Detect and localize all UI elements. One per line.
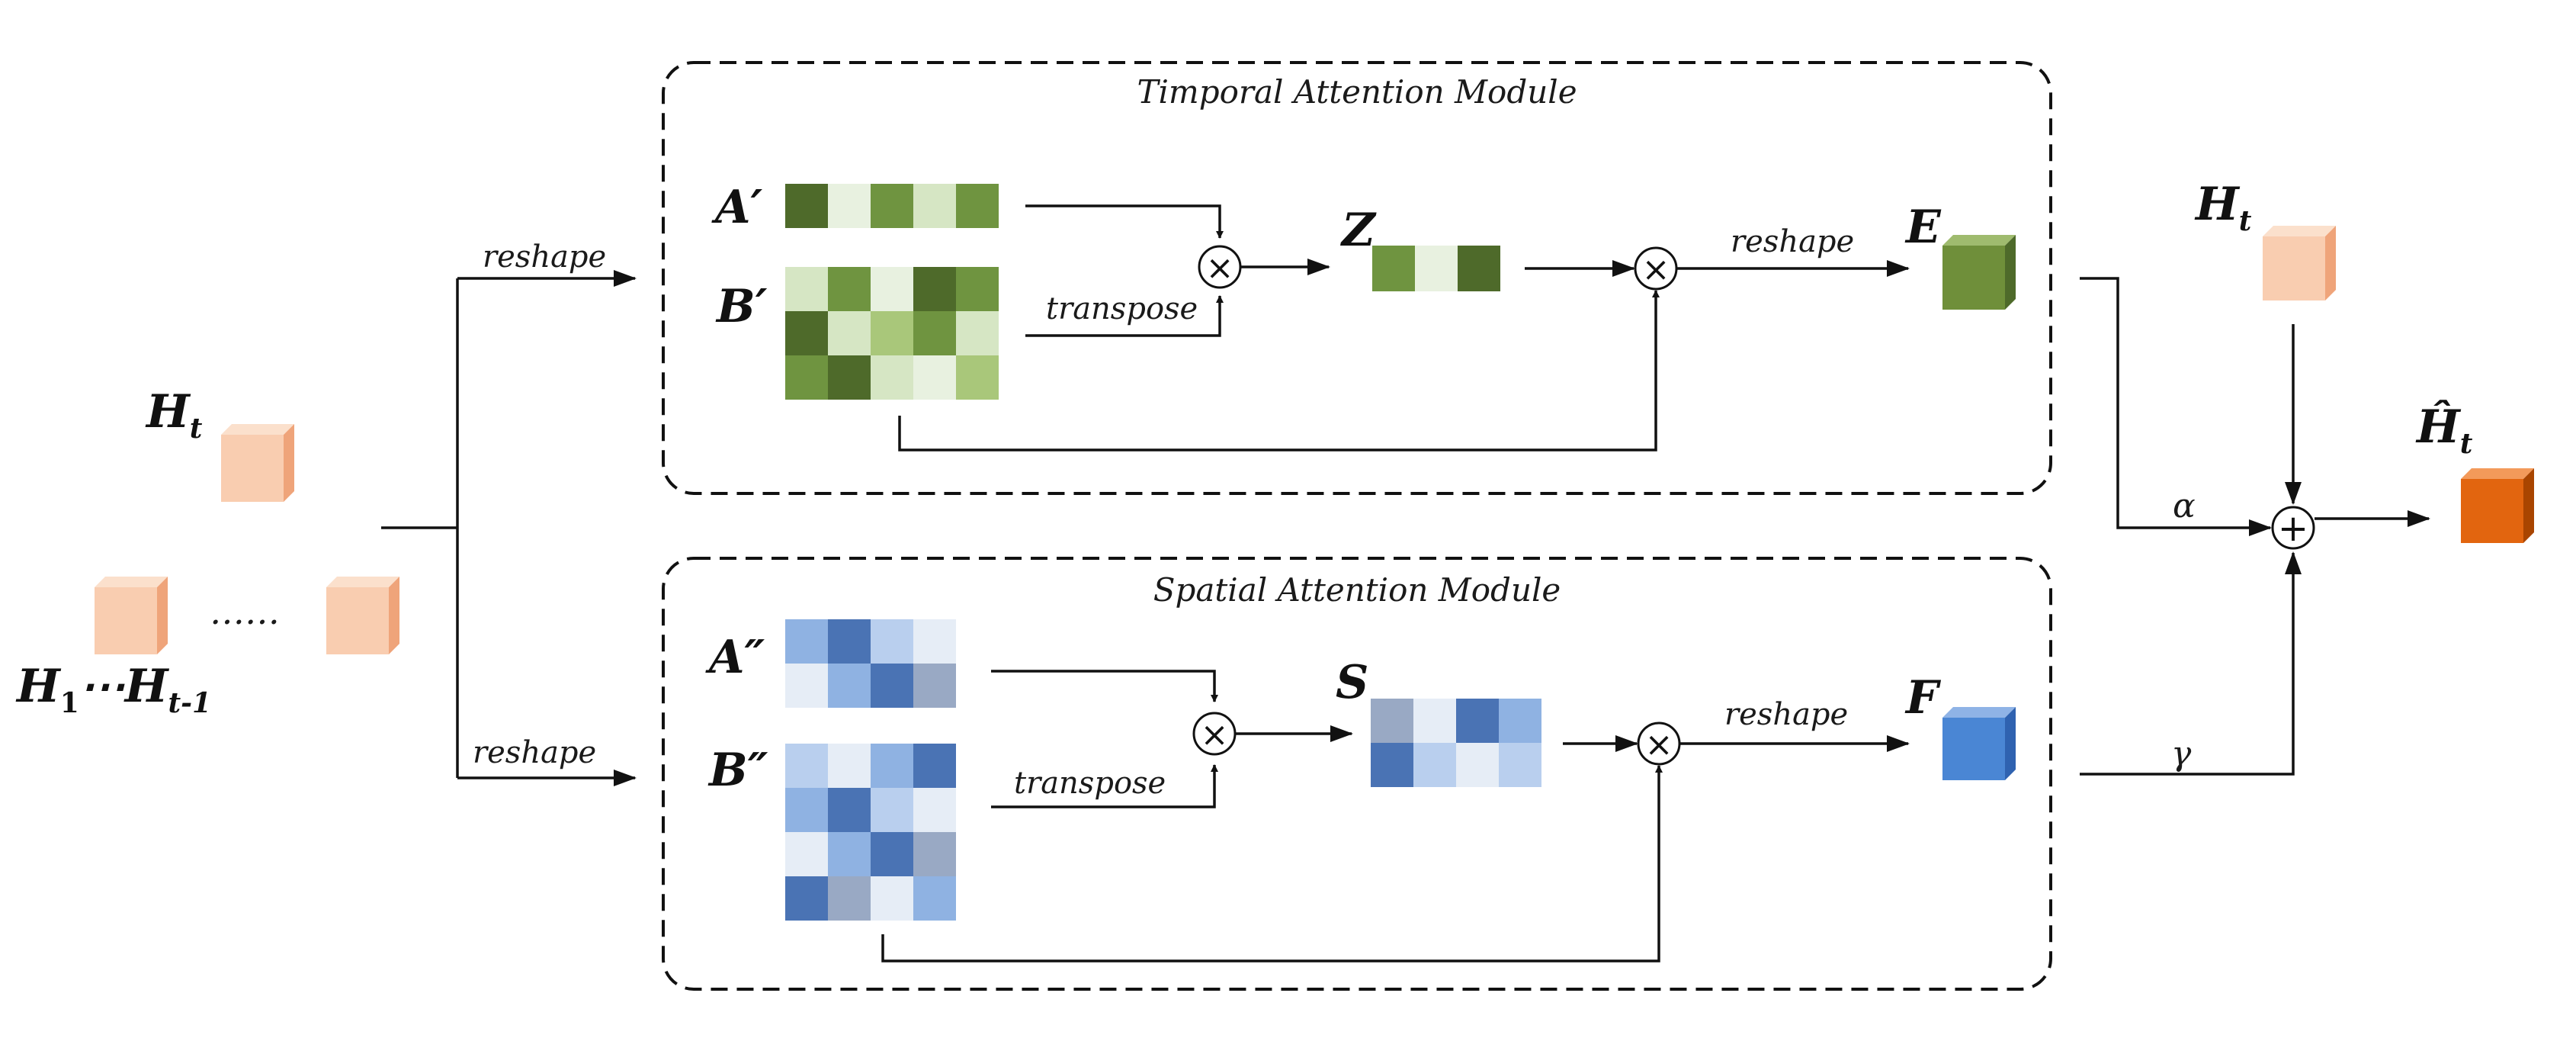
multiply-op-4-symbol: × [1645, 725, 1673, 764]
temporal-module-title: Timporal Attention Module [1137, 73, 1577, 111]
f-to-add-gamma [2080, 551, 2302, 776]
cube-h1-input [95, 577, 168, 654]
add-op-symbol: + [2278, 507, 2308, 550]
multiply-op-3 [1192, 712, 1237, 756]
cube-hprev-input [326, 577, 399, 654]
transpose-label-top: transpose [1046, 291, 1198, 326]
transpose-label-bottom: transpose [1014, 766, 1166, 801]
dots-label: …… [210, 591, 280, 632]
ht-right-label: Ht [2194, 178, 2252, 237]
b-prime-skip-to-mult2 [898, 290, 1660, 452]
multiply-op-2-symbol: × [1642, 250, 1670, 289]
cube-e [1942, 235, 2016, 310]
multiply-op-3-symbol: × [1201, 715, 1229, 754]
matrix-z [1372, 246, 1500, 291]
h1-to-hprev-label: H1⋯Ht-1 [15, 660, 211, 719]
cube-output [2461, 468, 2534, 543]
temporal-module-frame [662, 61, 2052, 495]
b-double-prime-skip-to-mult4 [881, 765, 1663, 962]
multiply-op-1-symbol: × [1206, 249, 1234, 288]
reshape-label-temporal: reshape [1731, 224, 1854, 259]
ht-input-label: Ht [145, 385, 203, 445]
multiply-op-1 [1198, 245, 1242, 289]
reshape-label-top: reshape [483, 239, 606, 275]
b-prime-label: B′ [715, 280, 768, 333]
e-to-add-alpha [2080, 277, 2272, 536]
spatial-module-title: Spatial Attention Module [1153, 571, 1561, 609]
alpha-label: α [2173, 487, 2196, 525]
e-label: E [1904, 201, 1942, 254]
matrix-b-prime [785, 267, 999, 400]
z-label: Z [1340, 204, 1377, 257]
f-label: F [1904, 671, 1942, 725]
multiply-op-4 [1637, 721, 1681, 766]
reshape-label-bottom: reshape [473, 735, 596, 770]
gamma-label: γ [2171, 734, 2192, 773]
a-prime-label: A′ [711, 181, 763, 234]
b-double-prime-label: B″ [707, 744, 768, 797]
cube-f [1942, 707, 2016, 780]
matrix-s [1371, 699, 1541, 787]
a-prime-to-mult [1025, 204, 1224, 239]
hhat-label: Ĥt [2415, 400, 2473, 460]
cube-ht-input [221, 424, 294, 502]
a-double-prime-label: A″ [705, 631, 765, 684]
matrix-b-double-prime [785, 744, 956, 921]
cube-ht-right [2263, 226, 2336, 300]
input-connector [381, 278, 459, 778]
matrix-a-double-prime [785, 619, 956, 708]
matrix-a-prime [785, 184, 999, 228]
b-double-prime-transpose-to-mult [991, 764, 1218, 808]
spatial-module-frame [662, 557, 2052, 991]
s-label: S [1336, 656, 1368, 709]
reshape-label-spatial: reshape [1724, 697, 1848, 732]
add-op [2271, 506, 2315, 550]
b-prime-transpose-to-mult [1025, 295, 1224, 337]
a-double-prime-to-mult [991, 670, 1218, 702]
multiply-op-2 [1634, 246, 1678, 291]
